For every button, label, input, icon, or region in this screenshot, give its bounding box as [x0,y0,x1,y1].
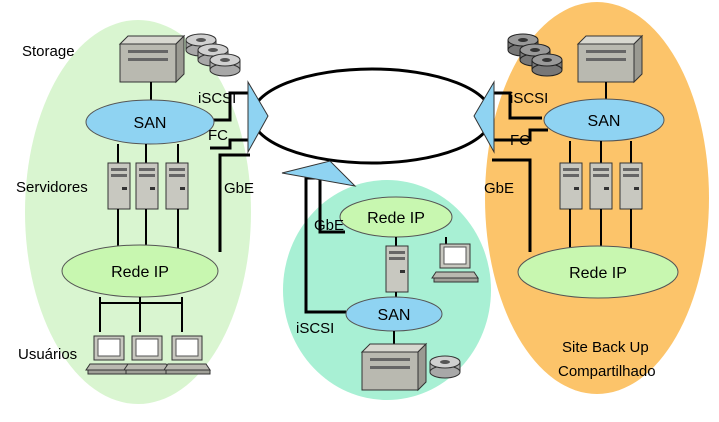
right-san-label: SAN [588,113,621,130]
middle-rede-ip-label: Rede IP [367,210,425,227]
right-iscsi-label: iSCSI [510,90,548,107]
middle-arrow [281,160,357,187]
middle-storage-device [361,343,427,391]
left-san-label: SAN [134,115,167,132]
right-fc-label: FC [510,132,530,149]
right-san-node [543,98,665,142]
middle-san-label: SAN [378,307,411,324]
left-storage-device [119,35,185,83]
wan-ring [250,67,494,165]
usuarios-label: Usuários [18,346,77,363]
left-user-pcs [85,335,211,375]
storage-label: Storage [22,43,75,60]
middle-iscsi-label: iSCSI [296,320,334,337]
left-arrow [247,80,269,154]
right-storage-device [577,35,643,83]
left-fc-label: FC [208,127,228,144]
site-compartilhado-label: Compartilhado [558,363,656,380]
middle-server [385,245,409,293]
left-server-rack [107,162,189,210]
right-arrow [473,80,495,154]
right-server-rack [559,162,643,210]
servidores-label: Servidores [16,179,88,196]
middle-gbe-label: GbE [314,217,344,234]
left-san-node [85,99,215,145]
right-rede-ip-label: Rede IP [569,265,627,282]
right-gbe-label: GbE [484,180,514,197]
site-backup-label: Site Back Up [562,339,649,356]
right-rede-ip-node [517,245,679,299]
left-gbe-label: GbE [224,180,254,197]
left-rede-ip-label: Rede IP [111,264,169,281]
middle-disk [429,355,461,379]
left-iscsi-label: iSCSI [198,90,236,107]
